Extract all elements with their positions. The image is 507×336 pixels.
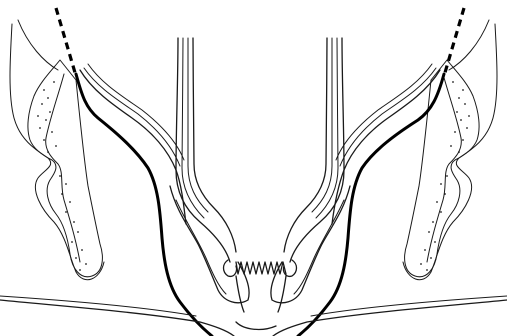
right-bone-dot [468,115,470,117]
left-bone-dot [41,103,43,105]
right-bone-dot [458,97,460,99]
left-sphincter-inner [176,200,226,294]
left-bone-dot [45,119,47,121]
left-bone-dot [75,257,77,259]
left-bone-dot [37,115,39,117]
left-bone-dot [43,89,45,91]
bone-stipple [37,81,470,271]
left-bone-dot [43,139,45,141]
left-bone-dot [73,221,75,223]
right-bone-dot [436,201,438,203]
right-bone-dot [440,183,442,185]
anal-verge [236,322,276,329]
anal-canal-left-wall [236,276,244,312]
right-bone-dot [432,221,434,223]
perineal-skin [0,296,507,336]
left-bone-dot [49,111,51,113]
left-bone-dot [77,231,79,233]
left-bone-dot [47,97,49,99]
skin-arc-left-2 [0,296,196,316]
right-levator-thick [298,74,444,336]
right-bone-dot [446,175,448,177]
left-bone-dot [81,249,83,251]
left-bone-dot [39,127,41,129]
right-bone-dot [426,269,428,271]
right-bone-dot [454,131,456,133]
left-levator-thick [76,74,212,336]
right-bone-dot [460,119,462,121]
left-bone-dot [53,81,55,83]
left-bone-inner [46,74,80,262]
right-bone-dot [424,249,426,251]
left-bone-dot [65,211,67,213]
right-bone-dot [462,89,464,91]
left-bone-dot [59,175,61,177]
anal-canal [236,262,286,312]
left-dashed-line [56,8,76,76]
skin-arc-right-2 [311,296,507,316]
right-bone-dot [444,193,446,195]
left-rectal-wall-inner [193,38,236,252]
right-bone-dot [458,151,460,153]
left-bone-dot [65,183,67,185]
right-bone-dot [464,103,466,105]
right-bone-dot [434,241,436,243]
left-bone-outline [28,60,102,277]
right-bone-dot [428,231,430,233]
left-bone-dot [55,145,57,147]
left-outer-contour [10,20,104,280]
right-bone-dot [452,81,454,83]
right-bone-dot [456,111,458,113]
left-bone-dot [61,193,63,195]
right-rectal-wall-outer [290,38,344,262]
dentate-columns [236,262,286,274]
right-sphincter-inner [294,200,344,294]
left-bone-dot [71,241,73,243]
left-bone-dot [51,131,53,133]
left-rectal-wall-outer [176,38,230,262]
left-bone-dot [47,151,49,153]
left-bone-dot [69,201,71,203]
left-bone-dot [85,263,87,265]
right-bone-dot [462,139,464,141]
left-bone-dot [79,269,81,271]
right-bone-dot [420,263,422,265]
anal-canal-right-wall [278,276,286,312]
right-dashed-line [444,8,464,76]
right-bone-dot [450,145,452,147]
right-side [271,8,497,336]
right-bone-dot [440,211,442,213]
right-bone-outline [405,60,479,277]
right-rectal-wall-inner [284,38,327,252]
left-side [10,8,249,336]
right-bone-dot [466,127,468,129]
right-bone-dot [430,257,432,259]
